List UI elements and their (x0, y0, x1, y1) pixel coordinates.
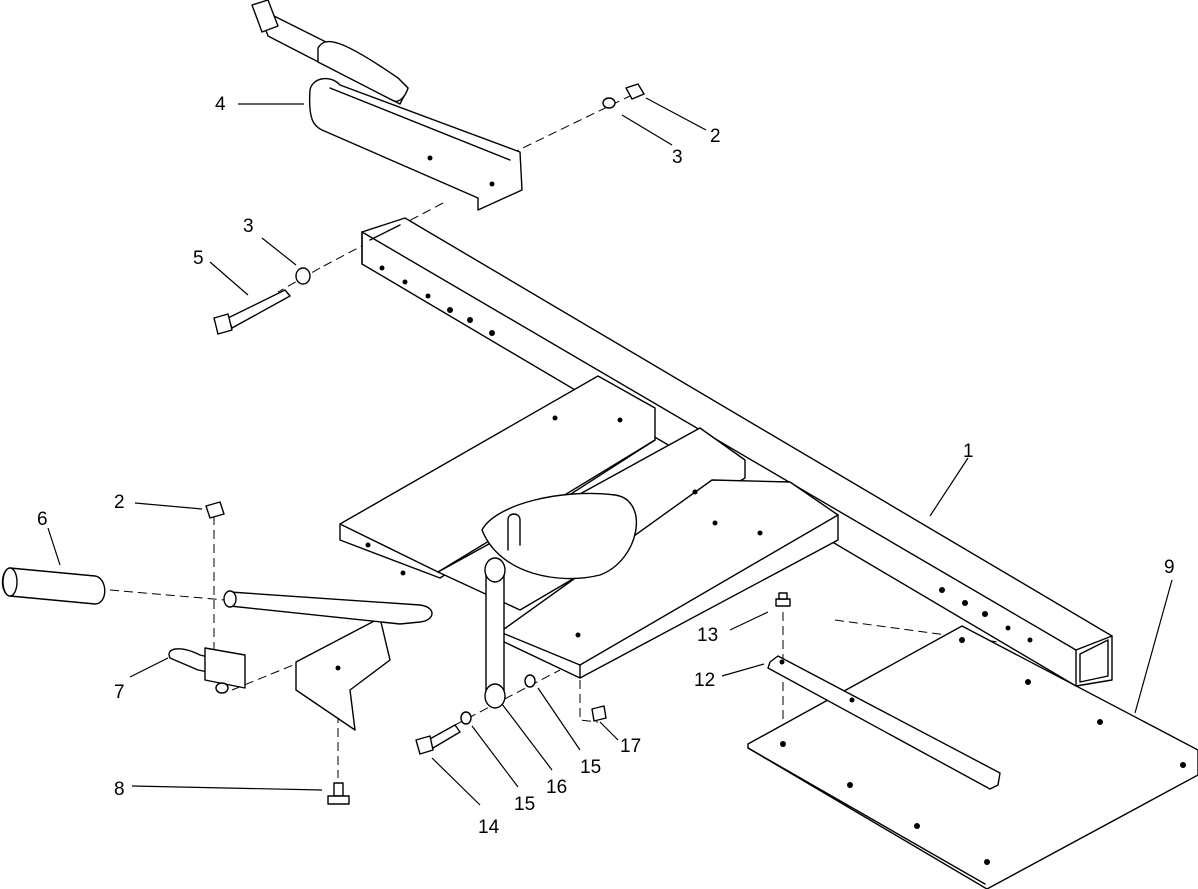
leader-lines (47, 97, 1173, 806)
callout-13: 13 (697, 625, 718, 646)
rivet-part-13 (775, 592, 791, 607)
washer-15-right (524, 674, 536, 688)
latch-clip-part-7 (168, 647, 246, 694)
handle-grip-part-6 (1, 567, 106, 605)
link-part-16 (484, 513, 521, 709)
seat-slide-assembly (295, 375, 839, 731)
callout-15-right: 15 (580, 757, 601, 778)
callout-5: 5 (193, 248, 204, 269)
screw-part-8 (327, 782, 350, 805)
callout-1: 1 (963, 441, 974, 462)
callout-8: 8 (114, 779, 125, 800)
callout-4: 4 (215, 94, 226, 115)
callout-16: 16 (546, 777, 567, 798)
callout-3-lower: 3 (243, 216, 254, 237)
bolt-part-5 (213, 289, 291, 335)
callout-3-upper: 3 (672, 147, 683, 168)
callout-6: 6 (37, 509, 48, 530)
callout-17: 17 (620, 736, 641, 757)
nut-part-17 (591, 705, 607, 722)
frame-tube-part-1 (361, 217, 1113, 687)
callout-15-left: 15 (514, 794, 535, 815)
callout-7: 7 (114, 682, 125, 703)
bolt-part-14 (415, 724, 461, 755)
nut-2-upper (625, 83, 645, 100)
callout-14: 14 (478, 817, 500, 838)
release-lever-rod (223, 590, 433, 625)
nut-2-lower (205, 501, 225, 519)
seat-plate-part-9 (747, 625, 1198, 889)
callout-2-upper: 2 (710, 126, 721, 147)
bracket-part-4 (251, 0, 523, 211)
callout-12: 12 (694, 670, 715, 691)
washer-3-lower (295, 267, 311, 285)
washer-15-left (460, 711, 472, 725)
callout-9: 9 (1164, 557, 1175, 578)
strap-part-12 (767, 655, 1001, 790)
washer-3-upper (602, 97, 616, 109)
callout-labels: 1 2 2 3 3 4 5 6 7 8 9 12 13 14 15 15 16 … (37, 94, 1175, 838)
callout-2-lower: 2 (114, 492, 125, 513)
